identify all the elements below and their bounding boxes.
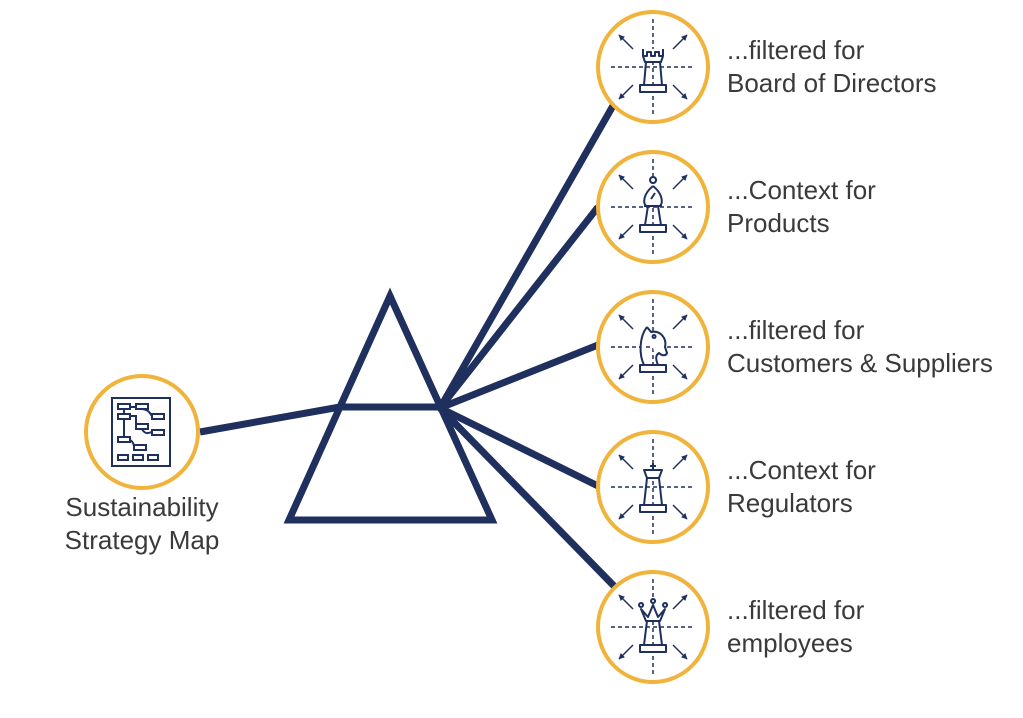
expand-arrows-icon: [618, 454, 688, 520]
expand-arrows-icon: [618, 314, 688, 380]
source-node: [84, 374, 200, 490]
output-label-4: ...Context for Regulators: [727, 454, 876, 520]
output-label-5: ...filtered for employees: [727, 594, 864, 660]
source-ring: [84, 374, 200, 490]
output-node-4: [596, 430, 710, 544]
output-ray-3: [438, 341, 600, 412]
output-label-3-line2: Customers & Suppliers: [727, 348, 993, 378]
output-label-5-line2: employees: [727, 628, 853, 658]
output-ray-5: [437, 405, 617, 589]
crosshair-icon: [611, 19, 695, 115]
knight-icon: [639, 326, 668, 373]
output-label-1-line1: ...filtered for: [727, 35, 865, 65]
output-label-3: ...filtered for Customers & Suppliers: [727, 314, 993, 380]
output-ray-4: [438, 404, 600, 490]
output-node-3: [596, 290, 710, 404]
crosshair-icon: [611, 439, 695, 535]
rook-icon: [639, 49, 667, 93]
output-label-4-line1: ...Context for: [727, 455, 876, 485]
output-label-5-line1: ...filtered for: [727, 595, 865, 625]
rays: [199, 102, 618, 589]
output-label-2-line1: ...Context for: [727, 175, 876, 205]
source-label-line1: Sustainability: [65, 492, 219, 522]
king-icon: [638, 598, 669, 653]
output-node-2: [596, 150, 710, 264]
bishop-icon: [639, 176, 667, 233]
source-label-line2: Strategy Map: [64, 525, 220, 555]
strategy-map-icon: [111, 397, 171, 467]
source-label: Sustainability Strategy Map: [22, 491, 262, 557]
expand-arrows-icon: [618, 174, 688, 240]
output-ray-2: [437, 204, 601, 411]
crosshair-icon: [611, 579, 695, 675]
output-nodes: [596, 10, 710, 684]
input-ray: [199, 403, 341, 436]
output-label-4-line2: Regulators: [727, 488, 853, 518]
expand-arrows-icon: [618, 594, 688, 660]
output-label-2-line2: Products: [727, 208, 830, 238]
output-label-1-line2: Board of Directors: [727, 68, 937, 98]
expand-arrows-icon: [618, 34, 688, 100]
output-node-5: [596, 570, 710, 684]
output-label-1: ...filtered for Board of Directors: [727, 34, 937, 100]
output-node-1: [596, 10, 710, 124]
output-label-3-line1: ...filtered for: [727, 315, 865, 345]
prism: [283, 287, 498, 524]
queen-icon: [639, 463, 667, 513]
output-label-2: ...Context for Products: [727, 174, 876, 240]
output-ray-1: [436, 102, 618, 410]
